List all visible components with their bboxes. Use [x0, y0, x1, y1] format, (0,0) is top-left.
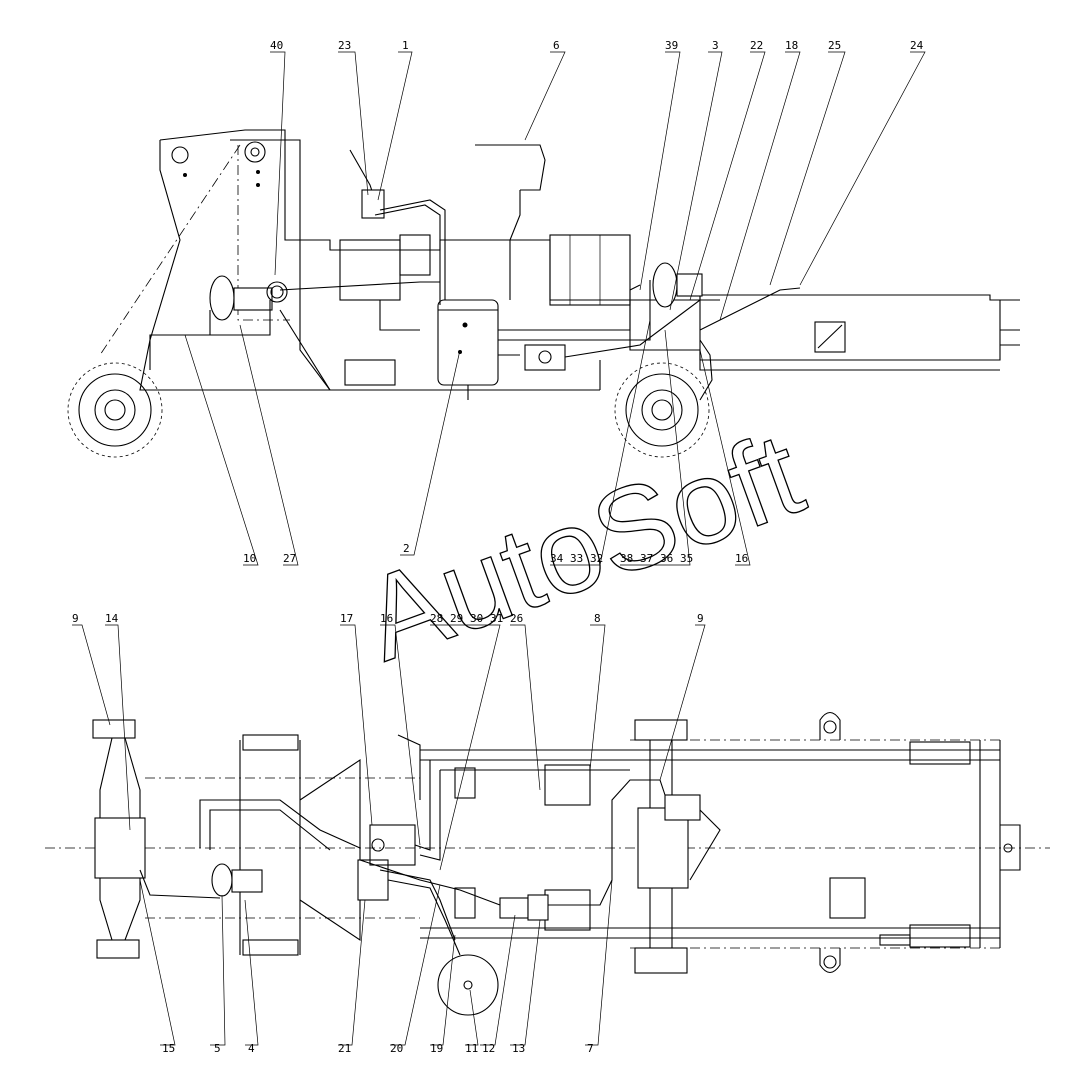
callout-label: 10 — [243, 552, 256, 565]
callout-label: 14 — [105, 612, 119, 625]
callout-label: 15 — [162, 1042, 175, 1055]
callout-label: 31 — [490, 612, 503, 625]
callout-label: 40 — [270, 39, 283, 52]
callout-label: 36 — [660, 552, 673, 565]
side-view-leaders — [184, 51, 926, 566]
front-wheel-side — [67, 362, 163, 458]
callout-label: 30 — [470, 612, 483, 625]
callout-label: 26 — [510, 612, 523, 625]
callout-label: 28 — [430, 612, 443, 625]
callout-label: 33 — [570, 552, 583, 565]
plan-view-callouts-below: 15 5 4 21 20 19 11 12 13 7 — [162, 1042, 594, 1055]
callout-label: 20 — [390, 1042, 403, 1055]
callout-label: 38 — [620, 552, 633, 565]
callout-label: 6 — [553, 39, 560, 52]
callout-label: 12 — [482, 1042, 495, 1055]
callout-label: 9 — [697, 612, 704, 625]
callout-label: 8 — [594, 612, 601, 625]
callout-label: 35 — [680, 552, 693, 565]
callout-label: 37 — [640, 552, 653, 565]
callout-label: 7 — [587, 1042, 594, 1055]
callout-label: 34 — [550, 552, 564, 565]
callout-label: 27 — [283, 552, 296, 565]
callout-label: 21 — [338, 1042, 351, 1055]
callout-label: 2 — [403, 542, 410, 555]
callout-label: 18 — [785, 39, 798, 52]
rear-wheel-side — [614, 362, 710, 458]
side-view-callouts-below: 10 27 2 34 33 32 38 37 36 35 16 — [243, 542, 748, 565]
callout-label: 1 — [402, 39, 409, 52]
callout-label: 24 — [910, 39, 924, 52]
callout-label: 17 — [340, 612, 353, 625]
callout-label: 9 — [72, 612, 79, 625]
side-view-drawing — [67, 129, 1020, 458]
callout-label: 19 — [430, 1042, 443, 1055]
plan-view-callouts-above: 9 14 17 16 28 29 30 31 26 8 9 — [72, 612, 704, 625]
callout-label: 4 — [248, 1042, 255, 1055]
plan-view-leaders — [72, 624, 706, 1046]
callout-label: 23 — [338, 39, 351, 52]
callout-label: 25 — [828, 39, 841, 52]
callout-label: 32 — [590, 552, 603, 565]
side-view-callouts-above: 40 23 1 6 39 3 22 18 25 24 — [270, 39, 924, 52]
callout-label: 39 — [665, 39, 678, 52]
callout-label: 16 — [380, 612, 393, 625]
callout-label: 29 — [450, 612, 463, 625]
plan-view-drawing — [45, 711, 1050, 1016]
callout-label: 16 — [735, 552, 748, 565]
watermark-text: AutoSoft — [348, 407, 818, 686]
callout-label: 5 — [214, 1042, 221, 1055]
callout-label: 3 — [712, 39, 719, 52]
callout-label: 13 — [512, 1042, 525, 1055]
callout-label: 11 — [465, 1042, 478, 1055]
callout-label: 22 — [750, 39, 763, 52]
